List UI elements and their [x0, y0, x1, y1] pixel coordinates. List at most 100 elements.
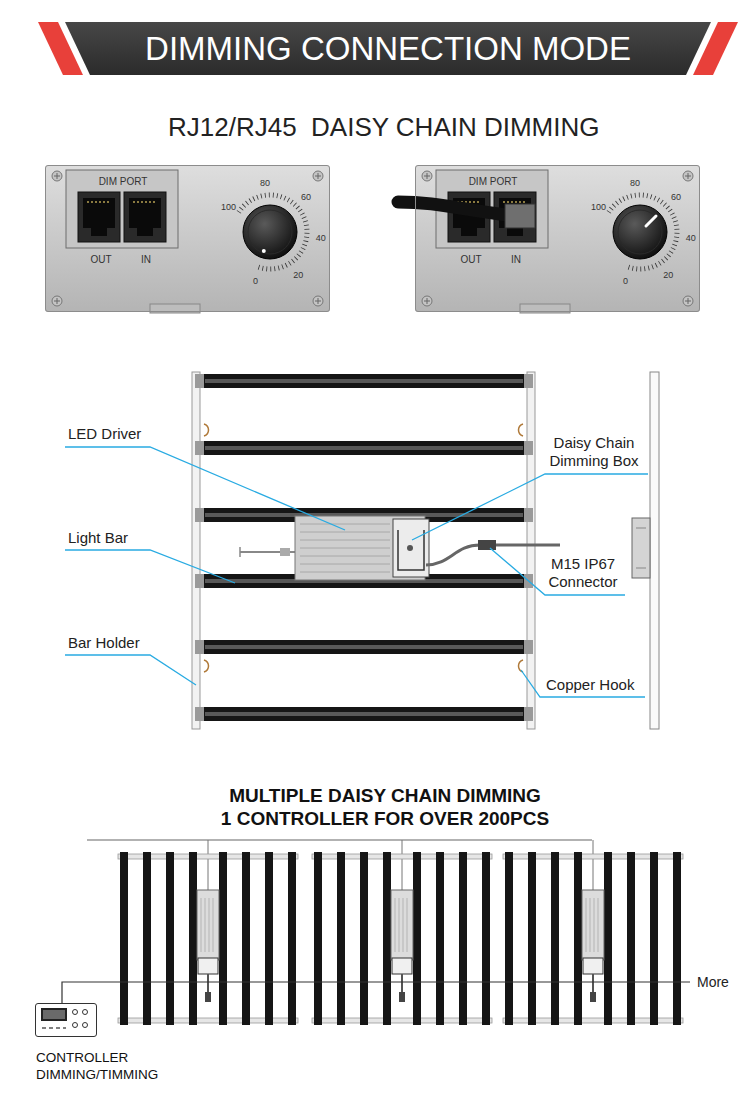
- label-slot: More: [697, 974, 729, 991]
- device-label: CONTROLLER DIMMING/TIMMING: [36, 1050, 158, 1082]
- dimming-box-photo: [52, 296, 62, 306]
- part-label: Bar Holder: [68, 634, 140, 651]
- dimming-box-photo: [398, 165, 700, 313]
- controller-device: [83, 1023, 88, 1028]
- daisy-chain-illustration: [503, 840, 683, 1025]
- part-label: Light Bar: [68, 529, 128, 546]
- dial-number: 100: [591, 202, 606, 212]
- text-slot: OUT: [456, 254, 486, 266]
- section-heading: MULTIPLE DAISY CHAIN DIMMING: [229, 785, 541, 806]
- text-slot: 100: [587, 201, 611, 213]
- leader-line: [65, 447, 648, 697]
- label-slot: 1 CONTROLLER FOR OVER 200PCS: [150, 807, 620, 830]
- title: DIMMING CONNECTION MODE: [145, 30, 631, 67]
- label-slot: Bar Holder: [68, 634, 140, 652]
- dimming-box-photo: [609, 195, 677, 269]
- subtitle: RJ12/RJ45 DAISY CHAIN DIMMING: [168, 112, 600, 142]
- text-slot: 20: [286, 269, 310, 281]
- controller-device: [42, 1027, 66, 1029]
- fixture-front-view: [192, 372, 560, 729]
- label-slot: M15 IP67 Connector: [540, 555, 626, 591]
- dimming-box-photo: [45, 165, 330, 313]
- dimming-box-photo: DIM PORTOUTIN100806040200: [415, 165, 700, 312]
- fixture-front-view: [478, 540, 496, 550]
- text-slot: OUT: [86, 254, 116, 266]
- dimming-box-photo: [248, 210, 292, 254]
- dial-number: 100: [221, 202, 236, 212]
- fixture-side-view: [632, 372, 659, 729]
- fixture-front-view: [407, 545, 413, 551]
- text-slot: 60: [664, 191, 688, 203]
- section-heading: 1 CONTROLLER FOR OVER 200PCS: [221, 808, 549, 829]
- controller-device: [73, 1023, 78, 1028]
- label-slot: RJ12/RJ45 DAISY CHAIN DIMMING: [168, 111, 600, 143]
- text-slot: 80: [253, 177, 277, 189]
- dimming-box-photo: [422, 296, 432, 306]
- controller-device: [43, 1010, 65, 1019]
- dimming-box-photo: [505, 204, 535, 228]
- text-slot: 0: [244, 275, 268, 287]
- port-name: OUT: [460, 254, 481, 265]
- label-slot: LED Driver: [68, 425, 141, 443]
- dimming-box-photo: DIM PORT OUT IN 100 80 60 40 20 0: [45, 165, 330, 312]
- port-name: IN: [511, 254, 521, 265]
- dial-number: 0: [253, 276, 258, 286]
- text-slot: CONTROLLER DIMMING/TIMMING: [36, 1049, 186, 1083]
- dial-number: 80: [260, 178, 270, 188]
- fixture-side-view: [636, 528, 646, 568]
- text-slot: 80: [623, 177, 647, 189]
- dimming-box-photo: [45, 165, 330, 312]
- text-slot: 0: [614, 275, 638, 287]
- part-label: LED Driver: [68, 425, 141, 442]
- part-label: Daisy Chain Dimming Box: [549, 434, 638, 469]
- fixture-front-view: [195, 707, 533, 721]
- text-slot: 60: [294, 191, 318, 203]
- daisy-chain-illustration: [62, 982, 690, 1003]
- dimming-box-photo: [415, 165, 700, 312]
- controller-box: CONTROLLER DIMMING/TIMMING: [35, 1003, 97, 1037]
- controller-device: [83, 1010, 88, 1015]
- fixture-side-view: [650, 372, 659, 729]
- dimming-box-photo: [422, 171, 432, 181]
- dimming-box-photo: [78, 192, 120, 242]
- title-slot: DIMMING CONNECTION MODE: [90, 26, 686, 72]
- dial-number: 20: [663, 270, 673, 280]
- fixture-front-view: [195, 640, 533, 654]
- text-slot: 40: [309, 232, 333, 244]
- fixture-front-view: [204, 424, 523, 672]
- dial-number: 60: [671, 192, 681, 202]
- note-label: More: [697, 974, 729, 990]
- dimming-box-photo: [313, 296, 323, 306]
- controller-device: [41, 1008, 67, 1021]
- text-slot: 20: [656, 269, 680, 281]
- leader-line: [490, 548, 625, 595]
- port-label: DIM PORT: [99, 176, 148, 187]
- label-slot: Light Bar: [68, 529, 128, 547]
- label-slot: Daisy Chain Dimming Box: [542, 434, 646, 470]
- fixture-front-view: [195, 441, 533, 455]
- leader-line: [412, 474, 648, 540]
- title-banner: [38, 22, 738, 75]
- dimming-box-photo: [313, 171, 323, 181]
- port-name: IN: [141, 254, 151, 265]
- dial-number: 40: [316, 233, 326, 243]
- dial-number: 60: [301, 192, 311, 202]
- text-slot: IN: [131, 254, 161, 266]
- daisy-chain-illustration: [62, 840, 690, 1025]
- port-name: OUT: [90, 254, 111, 265]
- dial-number: 20: [293, 270, 303, 280]
- fixture-front-view: [527, 372, 535, 729]
- fixture-front-view: [239, 547, 241, 557]
- dimming-box-photo: [239, 195, 307, 269]
- label-slot: MULTIPLE DAISY CHAIN DIMMING: [150, 784, 620, 807]
- text-slot: IN: [501, 254, 531, 266]
- daisy-chain-illustration: [118, 840, 298, 1025]
- dimming-box-photo: [262, 249, 266, 253]
- controller-device: [41, 1008, 88, 1028]
- dimming-box-photo: [683, 296, 693, 306]
- text-slot: 40: [679, 232, 703, 244]
- dimming-box-photo: [124, 192, 166, 242]
- daisy-chain-illustration: [87, 839, 592, 841]
- dimming-box-photo: [613, 205, 667, 259]
